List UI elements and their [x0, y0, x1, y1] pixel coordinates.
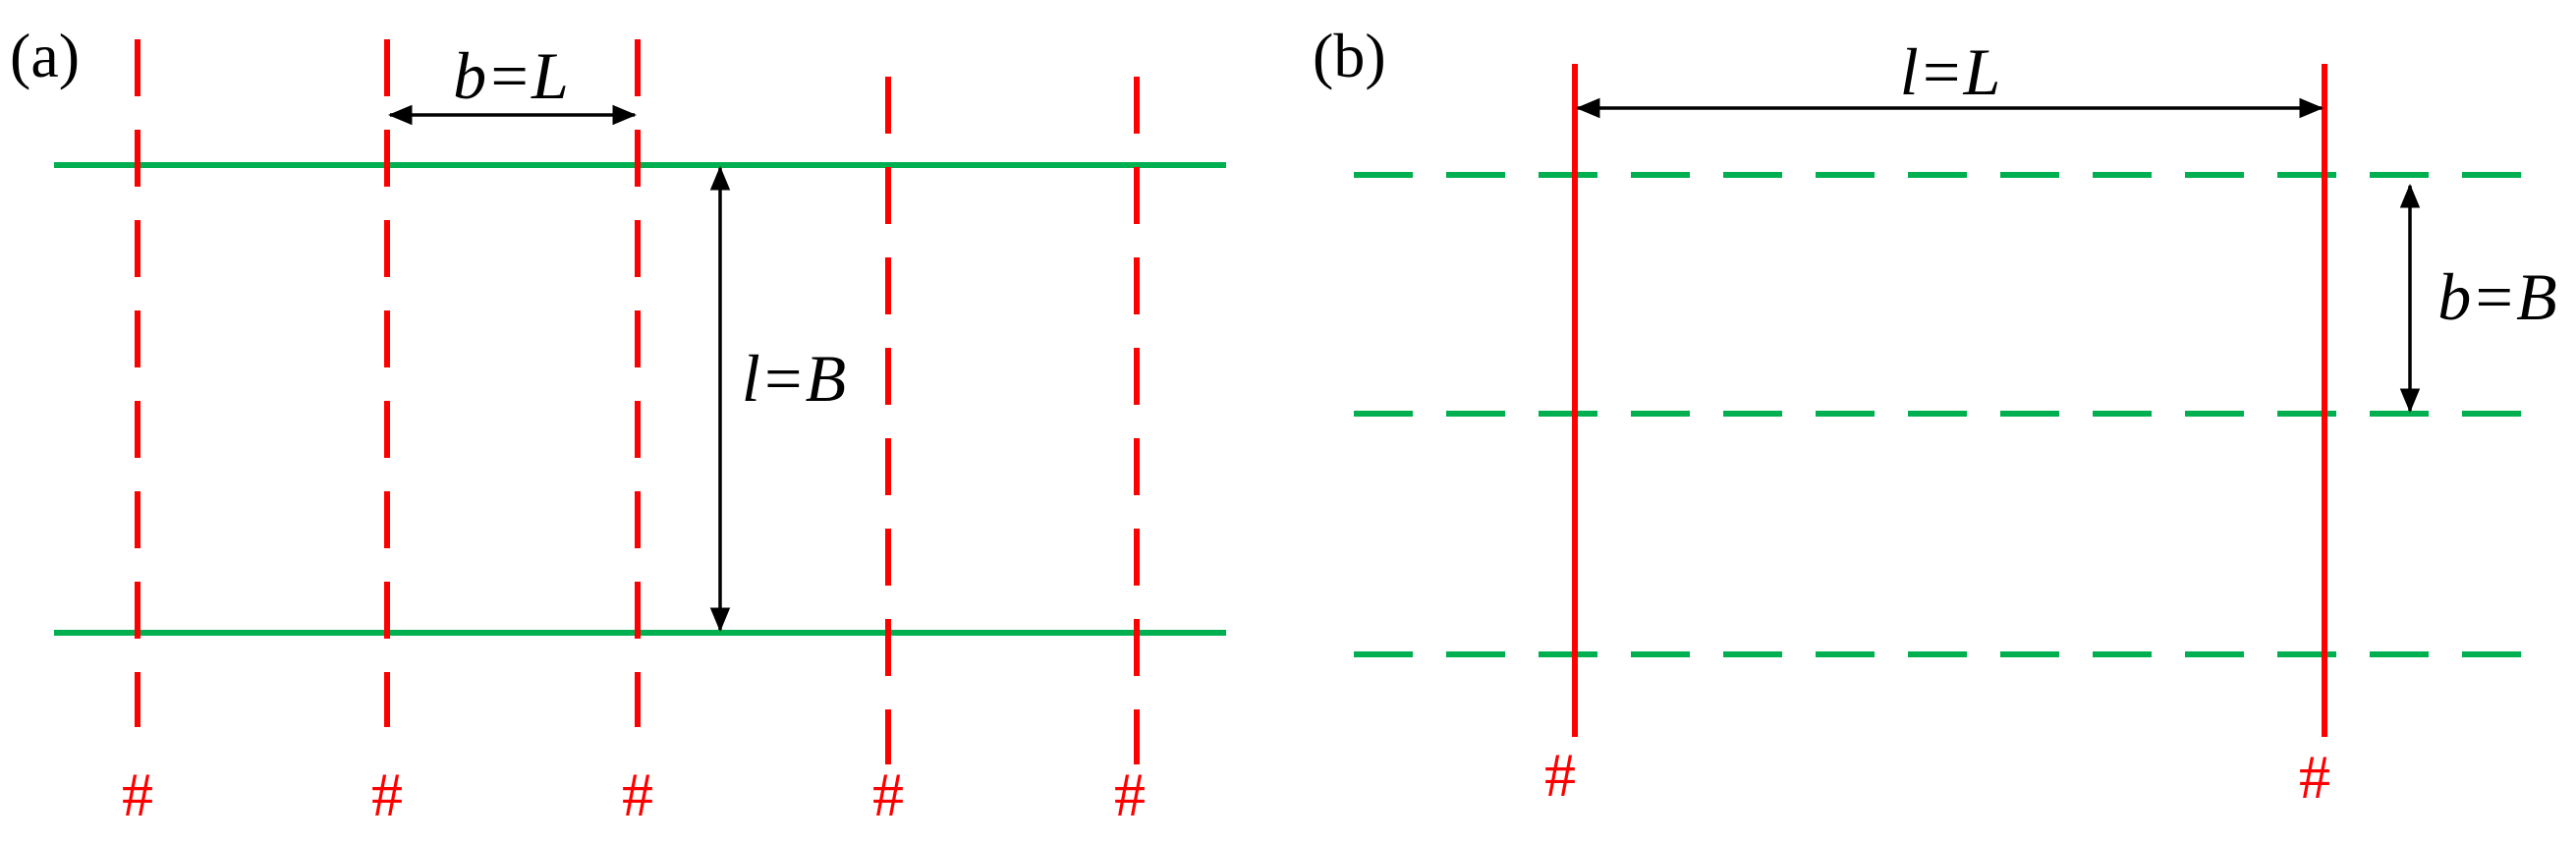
- panel-a-length-dimension-label: l=B: [742, 341, 846, 416]
- panel-a-column-mark-4: #: [872, 760, 904, 829]
- panel-a-column-mark-5: #: [1114, 760, 1146, 829]
- panel-b: (b) l=L b=B # #: [1313, 21, 2557, 812]
- panel-a: (a) b=L l=B # # # # #: [10, 21, 1226, 829]
- panel-b-column-mark-1: #: [1544, 740, 1576, 810]
- panel-b-width-dimension-label: b=B: [2437, 259, 2556, 334]
- panel-b-label: (b): [1313, 21, 1386, 90]
- panel-b-length-dimension-label: l=L: [1900, 34, 2001, 109]
- panel-a-column-mark-2: #: [371, 760, 403, 829]
- panel-a-column-mark-1: #: [122, 760, 153, 829]
- panel-b-column-mark-2: #: [2299, 742, 2330, 812]
- panel-a-width-dimension-label: b=L: [453, 38, 569, 113]
- panel-a-column-mark-3: #: [622, 760, 653, 829]
- panel-a-label: (a): [10, 21, 80, 90]
